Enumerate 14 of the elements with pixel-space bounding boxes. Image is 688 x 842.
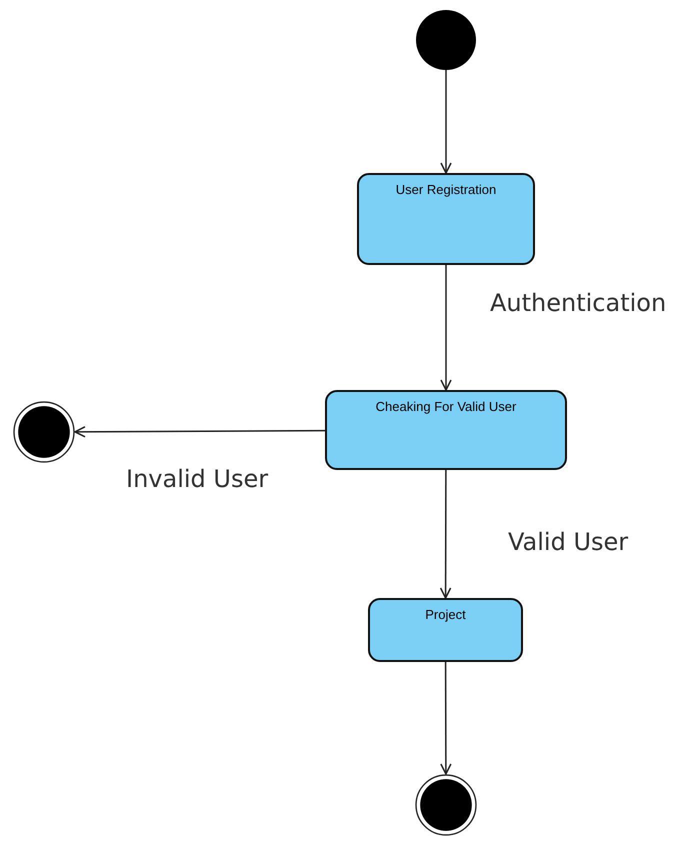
transition-arrow [440, 70, 452, 174]
transition-arrow [440, 265, 452, 391]
transition-arrow [440, 662, 452, 775]
activity-box [368, 598, 523, 662]
initial-state-circle [416, 10, 476, 70]
activity-box [357, 173, 535, 265]
activity-label: Cheaking For Valid User [376, 399, 516, 414]
transition-arrow [74, 426, 325, 438]
activity-box [325, 390, 567, 470]
final-state-circle [13, 401, 75, 463]
transition-arrow [440, 470, 452, 599]
activity-label: Project [425, 607, 466, 622]
final-state-circle [415, 774, 477, 836]
activity-label: User Registration [396, 182, 496, 197]
